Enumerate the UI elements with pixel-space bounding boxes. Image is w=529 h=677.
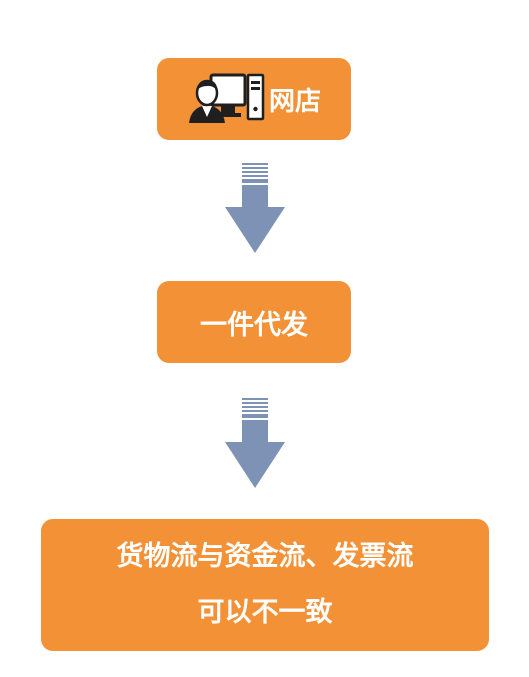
node-online-shop-label: 网店 bbox=[268, 86, 321, 117]
node-flows-inconsistent: 货物流与资金流、发票流 可以不一致 bbox=[41, 519, 489, 651]
down-arrow-icon bbox=[225, 398, 285, 488]
node-dropshipping-label: 一件代发 bbox=[200, 309, 308, 341]
person-computer-icon bbox=[188, 73, 265, 123]
node-flows-line-2: 可以不一致 bbox=[197, 597, 333, 628]
down-arrow-icon bbox=[225, 163, 285, 253]
node-online-shop: 网店 bbox=[157, 58, 351, 140]
node-dropshipping: 一件代发 bbox=[157, 281, 351, 363]
node-flows-line-1: 货物流与资金流、发票流 bbox=[116, 541, 414, 572]
